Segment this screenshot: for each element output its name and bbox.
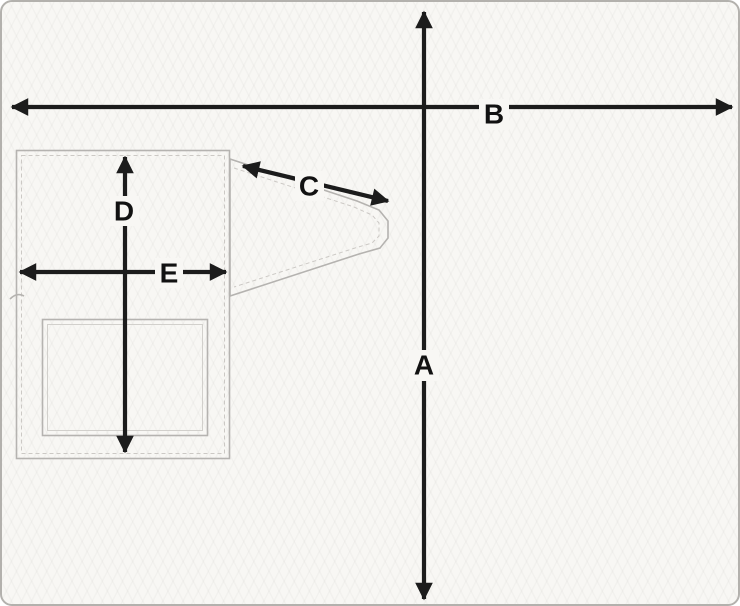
label-backdrop-a bbox=[409, 350, 439, 381]
label-backdrop-d bbox=[110, 196, 139, 226]
fabric-panel bbox=[15, 149, 231, 460]
panel-stitching bbox=[21, 155, 225, 454]
dimension-label-e: E bbox=[160, 258, 179, 289]
dimension-label-c: C bbox=[299, 171, 319, 202]
dimension-label-b: B bbox=[484, 99, 504, 130]
dimension-label-d: D bbox=[114, 196, 134, 227]
dimension-label-a: A bbox=[414, 350, 434, 381]
label-backdrop-c bbox=[295, 171, 324, 201]
label-backdrop-e bbox=[155, 258, 183, 288]
zipper-pull bbox=[9, 293, 25, 300]
flap-stitching bbox=[233, 167, 380, 288]
label-backdrop-b bbox=[479, 99, 509, 130]
